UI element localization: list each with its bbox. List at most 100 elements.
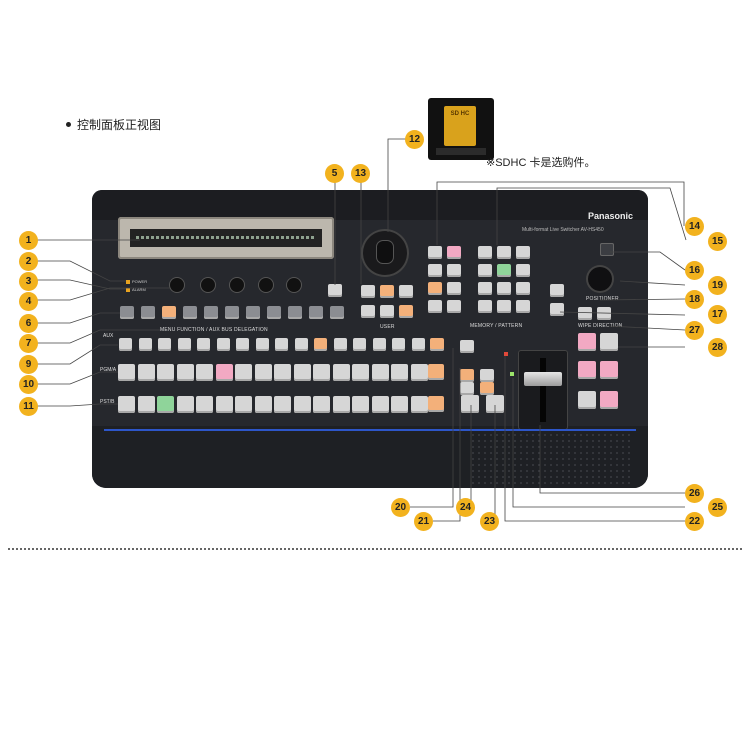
aux-crosspoint-button-2[interactable] xyxy=(138,338,152,351)
numpad-button-10[interactable] xyxy=(478,300,492,313)
transition-button-3[interactable] xyxy=(460,382,474,395)
pst-crosspoint-button-3[interactable] xyxy=(157,396,174,413)
rotary-knob-3[interactable] xyxy=(230,278,244,292)
menu-fn-button-6[interactable] xyxy=(225,306,239,319)
pgm-crosspoint-button-12[interactable] xyxy=(332,364,350,381)
keypad-button-5[interactable] xyxy=(428,282,442,295)
pgm-crosspoint-button-9[interactable] xyxy=(274,364,291,381)
pgm-crosspoint-button-4[interactable] xyxy=(176,364,194,381)
user-button-3[interactable] xyxy=(399,285,413,298)
pst-crosspoint-button-16[interactable] xyxy=(410,396,428,413)
rotary-knob-2[interactable] xyxy=(201,278,215,292)
pgm-shift-button[interactable] xyxy=(428,364,444,380)
aux-crosspoint-button-13[interactable] xyxy=(353,338,366,351)
positioner-button-1[interactable] xyxy=(578,307,592,320)
numpad-button-7[interactable] xyxy=(478,282,492,295)
numpad-button-9[interactable] xyxy=(516,282,530,295)
numpad-button-4[interactable] xyxy=(478,264,492,277)
page-button[interactable] xyxy=(550,284,564,297)
numpad-button-5[interactable] xyxy=(497,264,511,277)
menu-fn-button-4[interactable] xyxy=(183,306,197,319)
auto-button[interactable] xyxy=(486,395,504,413)
t-bar-fader[interactable] xyxy=(518,350,568,430)
pgm-crosspoint-button-1[interactable] xyxy=(118,364,135,381)
numpad-button-8[interactable] xyxy=(497,282,511,295)
pgm-crosspoint-button-2[interactable] xyxy=(137,364,155,381)
pst-crosspoint-button-8[interactable] xyxy=(254,396,272,413)
aux-crosspoint-button-5[interactable] xyxy=(197,338,210,351)
pgm-crosspoint-button-14[interactable] xyxy=(371,364,389,381)
wipe-key-3[interactable] xyxy=(578,361,596,379)
wipe-key-6[interactable] xyxy=(600,391,618,409)
aux-crosspoint-button-12[interactable] xyxy=(333,338,347,351)
joystick[interactable] xyxy=(363,231,407,275)
pst-crosspoint-button-7[interactable] xyxy=(235,396,252,413)
wipe-key-2[interactable] xyxy=(600,333,618,351)
user-button-1[interactable] xyxy=(361,285,375,298)
rotary-knob-5[interactable] xyxy=(287,278,301,292)
numpad-button-6[interactable] xyxy=(516,264,530,277)
menu-fn-button-3[interactable] xyxy=(162,306,176,319)
pgm-crosspoint-button-11[interactable] xyxy=(313,364,330,381)
keypad-button-2[interactable] xyxy=(447,246,461,259)
pst-crosspoint-button-2[interactable] xyxy=(137,396,155,413)
rotary-knob-1[interactable] xyxy=(170,278,184,292)
aux-crosspoint-button-16[interactable] xyxy=(411,338,425,351)
pgm-crosspoint-button-8[interactable] xyxy=(254,364,272,381)
pst-crosspoint-button-5[interactable] xyxy=(196,396,213,413)
pst-crosspoint-button-4[interactable] xyxy=(176,396,194,413)
aux-shift-button[interactable] xyxy=(430,338,444,351)
aux-crosspoint-button-1[interactable] xyxy=(119,338,132,351)
pgm-crosspoint-button-3[interactable] xyxy=(157,364,174,381)
menu-fn-button-5[interactable] xyxy=(204,306,218,319)
keypad-button-3[interactable] xyxy=(428,264,442,277)
aux-crosspoint-button-4[interactable] xyxy=(177,338,191,351)
pst-crosspoint-button-9[interactable] xyxy=(274,396,291,413)
wipe-key-1[interactable] xyxy=(578,333,596,351)
pst-crosspoint-button-11[interactable] xyxy=(313,396,330,413)
aux-crosspoint-button-7[interactable] xyxy=(236,338,249,351)
menu-fn-button-2[interactable] xyxy=(141,306,155,319)
rotary-knob-4[interactable] xyxy=(259,278,273,292)
pgm-crosspoint-button-16[interactable] xyxy=(410,364,428,381)
keypad-button-7[interactable] xyxy=(428,300,442,313)
pst-crosspoint-button-15[interactable] xyxy=(391,396,408,413)
numpad-button-3[interactable] xyxy=(516,246,530,259)
pst-crosspoint-button-10[interactable] xyxy=(293,396,311,413)
pst-crosspoint-button-1[interactable] xyxy=(118,396,135,413)
numpad-button-12[interactable] xyxy=(516,300,530,313)
menu-button[interactable] xyxy=(328,284,342,297)
menu-fn-button-9[interactable] xyxy=(288,306,302,319)
user-button-5[interactable] xyxy=(380,305,394,318)
user-button-6[interactable] xyxy=(399,305,413,318)
cut-button[interactable] xyxy=(461,395,479,413)
pgm-crosspoint-button-7[interactable] xyxy=(235,364,252,381)
keypad-button-8[interactable] xyxy=(447,300,461,313)
pgm-crosspoint-button-15[interactable] xyxy=(391,364,408,381)
pgm-crosspoint-button-10[interactable] xyxy=(293,364,311,381)
aux-crosspoint-button-3[interactable] xyxy=(158,338,171,351)
transition-button-2[interactable] xyxy=(480,369,494,382)
menu-fn-button-7[interactable] xyxy=(246,306,260,319)
numpad-button-1[interactable] xyxy=(478,246,492,259)
wipe-key-5[interactable] xyxy=(578,391,596,409)
pst-shift-button[interactable] xyxy=(428,396,444,412)
aux-crosspoint-button-14[interactable] xyxy=(372,338,386,351)
transition-button-4[interactable] xyxy=(480,382,494,395)
menu-fn-button-10[interactable] xyxy=(309,306,323,319)
numpad-button-11[interactable] xyxy=(497,300,511,313)
positioner-lock-button[interactable] xyxy=(600,243,614,256)
key-button[interactable] xyxy=(550,303,564,316)
aux-crosspoint-button-8[interactable] xyxy=(255,338,269,351)
menu-fn-button-11[interactable] xyxy=(330,306,344,319)
user-button-2[interactable] xyxy=(380,285,394,298)
keypad-button-4[interactable] xyxy=(447,264,461,277)
aux-crosspoint-button-11[interactable] xyxy=(314,338,327,351)
keypad-button-6[interactable] xyxy=(447,282,461,295)
pst-crosspoint-button-13[interactable] xyxy=(352,396,369,413)
pst-crosspoint-button-6[interactable] xyxy=(215,396,233,413)
aux-crosspoint-button-6[interactable] xyxy=(216,338,230,351)
transition-button-1[interactable] xyxy=(460,369,474,382)
positioner-button-2[interactable] xyxy=(597,307,611,320)
menu-fn-button-1[interactable] xyxy=(120,306,134,319)
